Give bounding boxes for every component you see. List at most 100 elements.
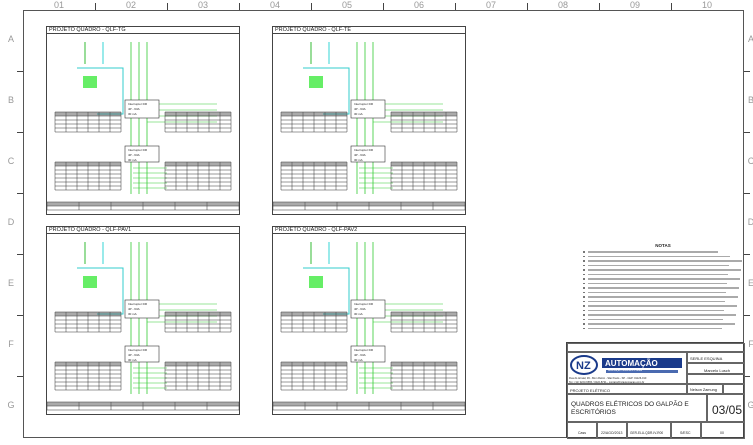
- column-tick: [455, 3, 456, 10]
- column-tick: [671, 3, 672, 10]
- column-label: 08: [557, 0, 568, 10]
- note-item: [583, 305, 737, 307]
- row-label: A: [747, 34, 753, 44]
- breaker-label: 30 mA: [128, 358, 137, 362]
- sheet-number-field: 03/05: [707, 394, 745, 422]
- breaker-label: Interruptor DR: [354, 302, 374, 306]
- column-label: 09: [629, 0, 640, 10]
- notes-section: NOTAS: [582, 243, 744, 340]
- notes-title: NOTAS: [655, 243, 671, 248]
- breaker-label: Interruptor DR: [128, 102, 148, 106]
- breaker-label: 4P - 63A: [354, 307, 366, 311]
- revision-field: 00: [701, 422, 745, 439]
- svg-text:NZ: NZ: [576, 360, 591, 372]
- blank-field: [687, 374, 745, 384]
- scale-field: S/ESC: [671, 422, 701, 439]
- breaker-label: Interruptor DR: [354, 148, 374, 152]
- panel-title: PROJETO QUADRO - QLF-TG: [47, 27, 239, 34]
- row-tick: [744, 71, 750, 72]
- breaker-label: 30 mA: [354, 312, 363, 316]
- revision-table: [567, 343, 745, 352]
- breaker-label: Interruptor DR: [354, 102, 374, 106]
- single-line-diagram: [273, 42, 466, 211]
- note-item: [583, 309, 724, 311]
- breaker-label: Interruptor DR: [128, 348, 148, 352]
- note-item: [583, 282, 727, 284]
- note-item: [583, 251, 718, 253]
- company-tagline: Automação Industrial e Predial: [608, 369, 643, 372]
- company-logo-area: NZ AUTOMAÇÃO Automação Industrial e Pred…: [567, 352, 687, 384]
- date-field: 22/AGO/2013: [597, 422, 627, 439]
- single-line-diagram: [47, 42, 240, 211]
- note-item: [583, 269, 741, 271]
- column-label: 02: [125, 0, 136, 10]
- note-item: [583, 291, 726, 293]
- column-tick: [527, 3, 528, 10]
- code-field: GER-ELU-QDR-IV-R00: [627, 422, 671, 439]
- row-label: A: [7, 34, 14, 44]
- note-item: [583, 287, 739, 289]
- single-line-diagram: [273, 242, 466, 411]
- breaker-label: 30 mA: [128, 112, 137, 116]
- row-tick: [744, 315, 750, 316]
- designer-field: Nelson Zamung: [687, 384, 723, 394]
- breaker-label: 4P - 63A: [128, 153, 140, 157]
- row-tick: [744, 132, 750, 133]
- note-item: [583, 327, 722, 329]
- svg-text:AUTOMAÇÃO: AUTOMAÇÃO: [605, 359, 658, 368]
- row-label: D: [7, 217, 15, 227]
- row-label: C: [747, 156, 753, 166]
- row-label: C: [7, 156, 15, 166]
- title-block: NZ AUTOMAÇÃO Automação Industrial e Pred…: [566, 342, 745, 439]
- breaker-label: 4P - 63A: [128, 307, 140, 311]
- row-label: F: [748, 339, 753, 349]
- drawn-by-field: Cass: [567, 422, 597, 439]
- breaker-label: 4P - 63A: [354, 353, 366, 357]
- row-tick: [17, 315, 23, 316]
- breaker-label: Interruptor DR: [354, 348, 374, 352]
- breaker-label: Interruptor DR: [128, 302, 148, 306]
- panel-title: PROJETO QUADRO - QLF-TE: [273, 27, 465, 34]
- column-label: 03: [197, 0, 208, 10]
- note-item: [583, 273, 728, 275]
- note-item: [583, 278, 740, 280]
- row-tick: [744, 254, 750, 255]
- row-label: B: [747, 95, 753, 105]
- row-tick: [17, 254, 23, 255]
- single-line-diagram: [47, 242, 240, 411]
- column-tick: [95, 3, 96, 10]
- breaker-label: 30 mA: [354, 358, 363, 362]
- note-item: [583, 255, 730, 257]
- row-label: F: [8, 339, 14, 349]
- row-label: E: [7, 278, 14, 288]
- breaker-label: 4P - 63A: [354, 153, 366, 157]
- note-item: [583, 296, 738, 298]
- breaker-label: 30 mA: [354, 112, 363, 116]
- row-tick: [17, 376, 23, 377]
- company-contact: Tel.: (11) 3223-6565 / 3222-8721 - conta…: [569, 381, 645, 384]
- breaker-label: Interruptor DR: [128, 148, 148, 152]
- drawing-frame: [23, 10, 744, 438]
- row-tick: [744, 193, 750, 194]
- project-type-field: PROJETO ELÉTRICO: [567, 384, 687, 394]
- row-label: G: [747, 400, 753, 410]
- column-label: 10: [701, 0, 712, 10]
- responsible-field: Marcelo Lusch: [687, 363, 745, 374]
- drawing-title-field: QUADROS ELÉTRICOS DO GALPÃO E ESCRITÓRIO…: [567, 394, 707, 422]
- row-label: E: [747, 278, 753, 288]
- row-tick: [17, 71, 23, 72]
- breaker-label: 4P - 63A: [354, 107, 366, 111]
- row-label: B: [7, 95, 14, 105]
- row-tick: [17, 193, 23, 194]
- company-logo: NZ AUTOMAÇÃO: [570, 355, 682, 375]
- company-address: Rua do Arraial, 36 - Bom Retiro - São Pa…: [569, 377, 647, 380]
- note-item: [583, 260, 742, 262]
- note-item: [583, 323, 735, 325]
- breaker-label: 30 mA: [128, 312, 137, 316]
- column-label: 01: [53, 0, 64, 10]
- row-label: D: [747, 217, 753, 227]
- column-tick: [311, 3, 312, 10]
